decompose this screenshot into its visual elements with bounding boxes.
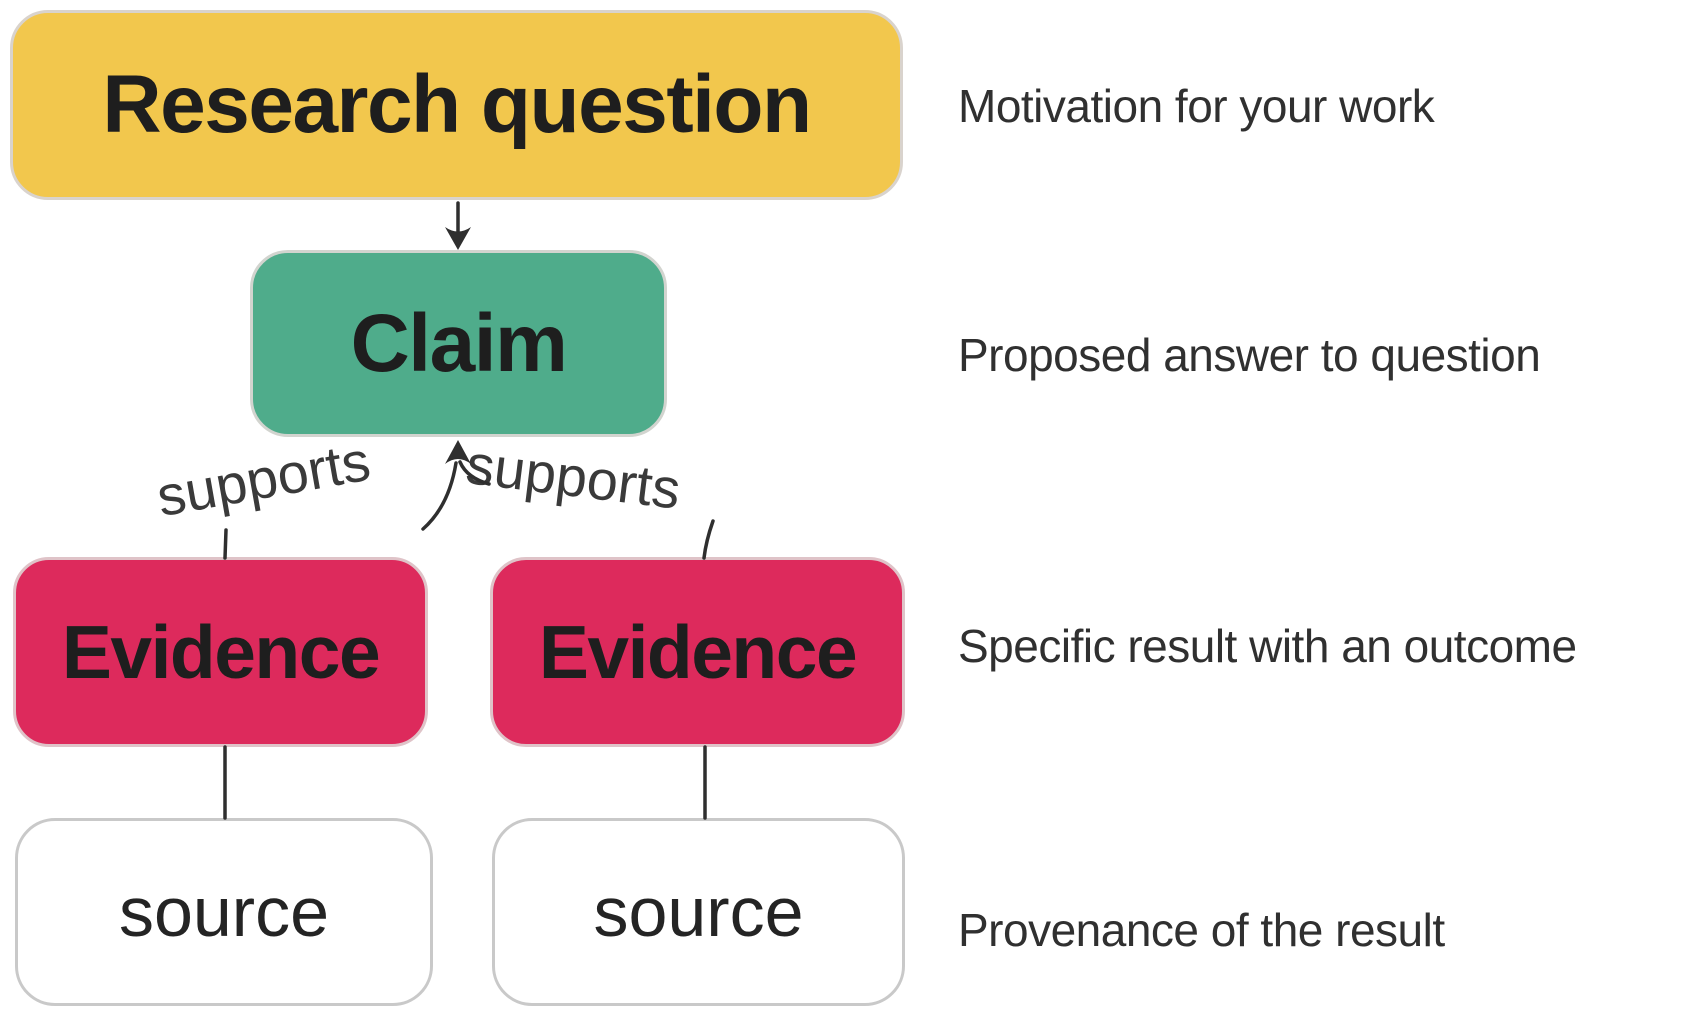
node-source-left: source bbox=[15, 818, 433, 1006]
node-evidence-left: Evidence bbox=[13, 557, 428, 747]
node-research-question-label: Research question bbox=[102, 59, 812, 150]
node-source-right: source bbox=[492, 818, 905, 1006]
arrowhead-down-icon bbox=[445, 227, 471, 250]
annotation-source: Provenance of the result bbox=[958, 904, 1445, 956]
edge-label-supports-right: supports bbox=[462, 432, 684, 521]
edge-label-supports-left: supports bbox=[152, 428, 375, 529]
node-source-right-label: source bbox=[593, 873, 804, 951]
annotation-research-question: Motivation for your work bbox=[958, 80, 1435, 132]
edge-stub-right bbox=[702, 519, 715, 560]
annotation-claim: Proposed answer to question bbox=[958, 329, 1541, 381]
edge-evidence-to-source bbox=[223, 745, 707, 820]
node-source-left-label: source bbox=[118, 873, 330, 951]
edge-curve-left-branch bbox=[421, 461, 458, 531]
node-evidence-left-label: Evidence bbox=[61, 610, 381, 694]
annotation-evidence: Specific result with an outcome bbox=[958, 620, 1577, 672]
node-evidence-right-label: Evidence bbox=[538, 610, 858, 694]
edge-research-question-to-claim bbox=[445, 201, 471, 250]
node-claim-label: Claim bbox=[350, 297, 568, 389]
node-research-question: Research question bbox=[10, 10, 903, 200]
node-claim: Claim bbox=[250, 250, 667, 437]
node-evidence-right: Evidence bbox=[490, 557, 905, 747]
edge-stub-left bbox=[223, 528, 228, 560]
